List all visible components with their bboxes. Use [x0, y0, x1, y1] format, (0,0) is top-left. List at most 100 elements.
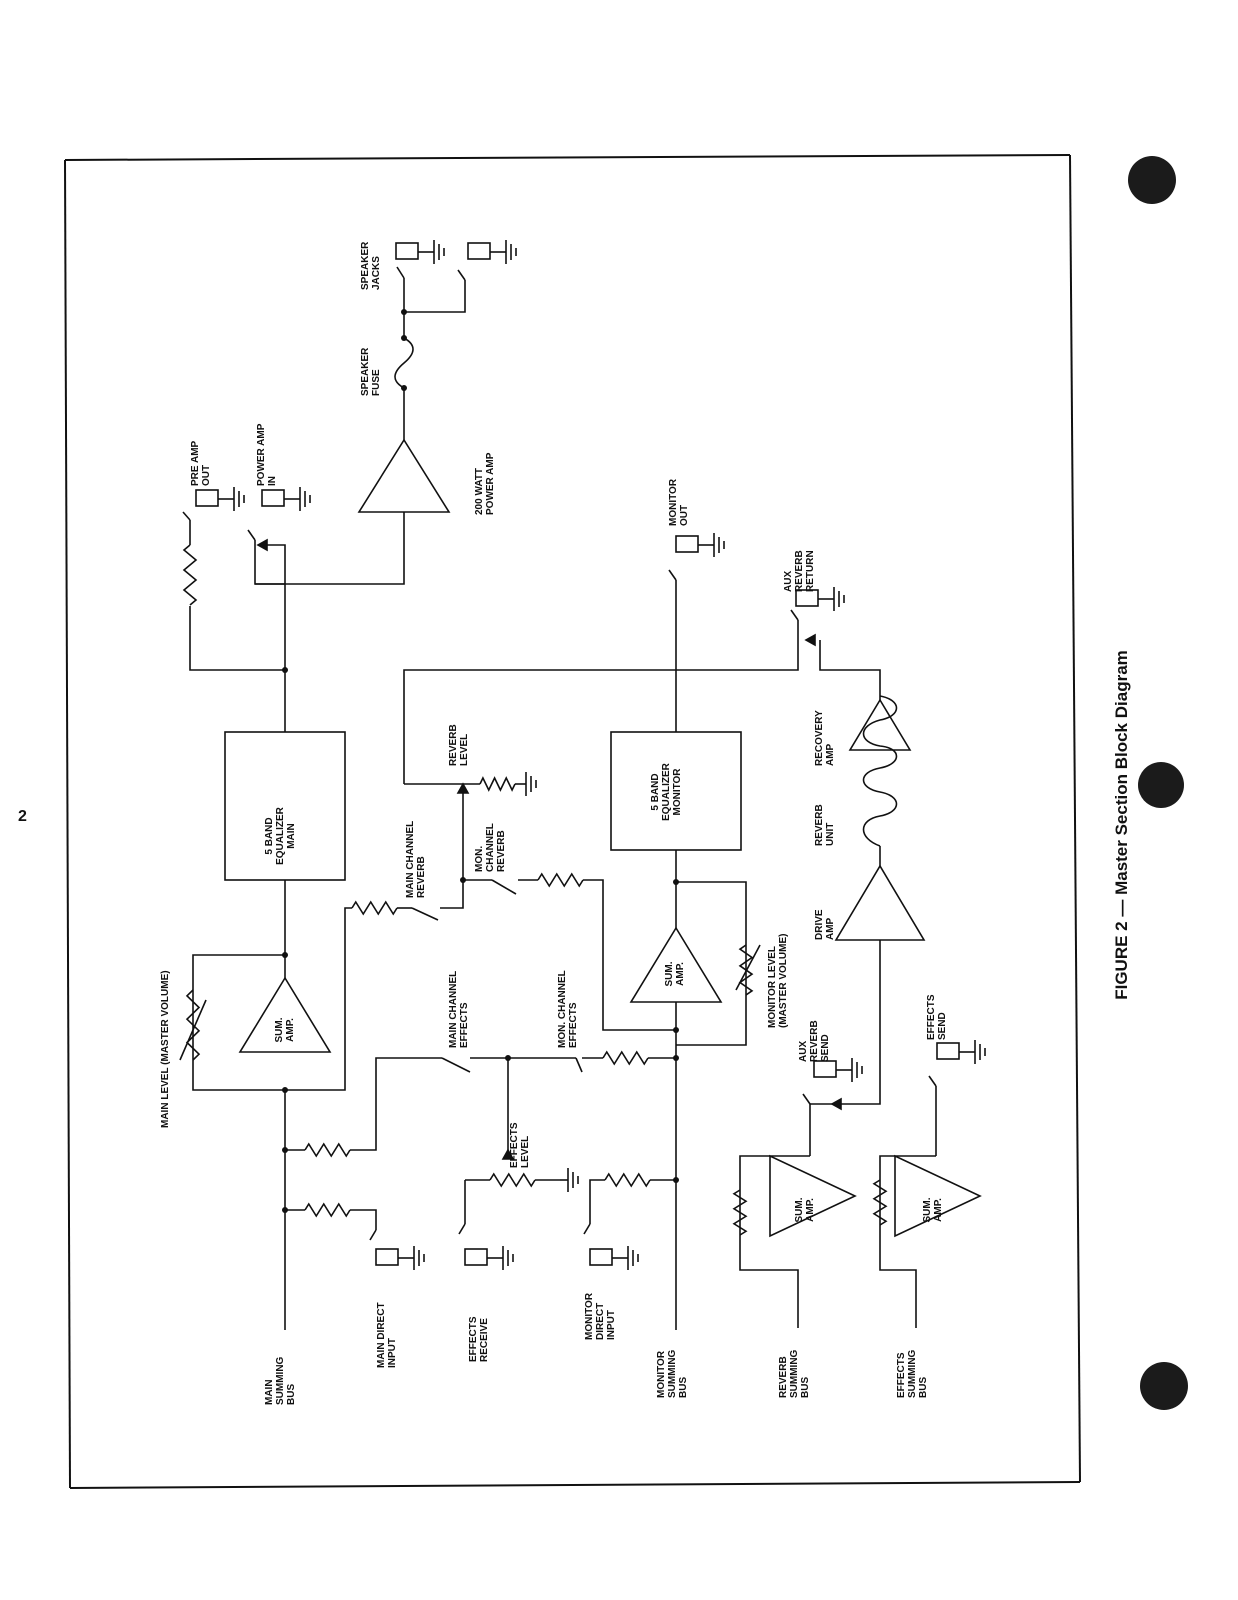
label-line: AUX: [798, 1041, 809, 1062]
speaker-jack-contact: [457, 269, 466, 281]
label-line: EFFECTS: [509, 1122, 520, 1168]
label-line: AMP.: [933, 1198, 944, 1222]
wire: [879, 1155, 936, 1290]
wire: [589, 1179, 605, 1224]
label-line: BUS: [678, 1377, 689, 1398]
label-line: BUS: [800, 1377, 811, 1398]
label-line: AMP.: [805, 1198, 816, 1222]
label-line: 5 BAND: [264, 817, 275, 854]
label-line: RETURN: [805, 550, 816, 592]
reverb-sum-feedback-resistor: [732, 1189, 748, 1236]
reverb-sum-amp: [769, 1154, 857, 1238]
speaker-jack-1: [395, 242, 419, 260]
label-line: EQUALIZER: [275, 806, 286, 865]
label-line: SUM.: [664, 961, 675, 986]
mon-channel-effects-switch: [575, 1057, 583, 1073]
label-line: PRE AMP: [190, 440, 201, 486]
aux-reverb-send-jack: [813, 1060, 837, 1078]
label-line: INPUT: [606, 1310, 617, 1340]
label-line: FUSE: [371, 369, 382, 396]
label-line: MONITOR: [668, 478, 679, 526]
main-direct-resistor: [304, 1202, 351, 1218]
label-sum-amp: SUM.AMP.: [922, 1197, 944, 1222]
wire: [739, 1155, 810, 1290]
power-amp-200w: [357, 438, 451, 513]
wire: [262, 544, 286, 584]
main-level-resistor: [185, 989, 201, 1061]
label-line: AMP.: [285, 1018, 296, 1042]
label-line: MONITOR LEVEL: [767, 946, 778, 1028]
label-line: SUM.: [922, 1197, 933, 1222]
label-line: REVERB: [809, 1020, 820, 1062]
variable-arrow: [179, 999, 207, 1061]
label-line: EFFECTS: [568, 1002, 579, 1048]
label-line: CHANNEL: [485, 823, 496, 872]
label-line: MONITOR: [672, 768, 683, 816]
label-line: AMP.: [675, 962, 686, 986]
page-number: 2: [18, 808, 27, 825]
label-line: REVERB: [814, 804, 825, 846]
wire: [255, 512, 405, 585]
mon-effects-resistor: [602, 1050, 649, 1066]
label-line: LEVEL: [459, 734, 470, 766]
power-amp-in-jack: [261, 489, 285, 507]
binder-hole-top: [1128, 156, 1176, 204]
label-line: 5 BAND: [650, 773, 661, 810]
label-line: IN: [267, 476, 278, 486]
power-amp-contact: [247, 529, 256, 541]
label-line: UNIT: [825, 823, 836, 846]
eq-main-block: [224, 731, 346, 881]
monitor-sum-amp: [629, 926, 723, 1003]
effects-level-resistor: [489, 1172, 536, 1188]
label-line: MONITOR: [656, 1350, 667, 1398]
label-line: RECEIVE: [479, 1318, 490, 1362]
effects-send-jack: [936, 1042, 960, 1060]
effects-receive-contact: [458, 1223, 466, 1235]
aux-reverb-return-contact: [790, 609, 799, 621]
label-line: MON.: [474, 846, 485, 872]
label-line: AMP: [825, 917, 836, 940]
label-line: MAIN CHANNEL: [405, 821, 416, 898]
junction-dot: [673, 1055, 679, 1061]
main-reverb-resistor: [351, 900, 398, 916]
label-line: SEND: [820, 1034, 831, 1062]
binder-hole-bottom: [1140, 1362, 1188, 1410]
label-line: AUX: [783, 571, 794, 592]
label-line: MONITOR: [584, 1292, 595, 1340]
label-sum-amp: SUM.AMP.: [794, 1197, 816, 1222]
monitor-direct-jack: [589, 1248, 613, 1266]
arrow-head: [456, 782, 470, 794]
eq-monitor-block: [610, 731, 742, 851]
arrow-head: [804, 633, 816, 647]
effects-sum-feedback-resistor: [872, 1179, 888, 1226]
speaker-fuse: [394, 337, 414, 389]
mon-channel-reverb-switch: [491, 879, 517, 895]
speaker-jack-2: [467, 242, 491, 260]
speaker-jack-contact: [396, 266, 405, 279]
wire: [819, 640, 881, 700]
wire: [285, 907, 352, 1091]
label-line: OUT: [201, 465, 212, 486]
label-line: EFFECTS: [896, 1352, 907, 1398]
arrow-head: [830, 1097, 842, 1111]
label-line: REVERB: [496, 830, 507, 872]
main-channel-effects-switch: [441, 1057, 471, 1073]
mon-reverb-resistor: [537, 872, 584, 888]
reverb-unit-coil: [862, 695, 898, 847]
